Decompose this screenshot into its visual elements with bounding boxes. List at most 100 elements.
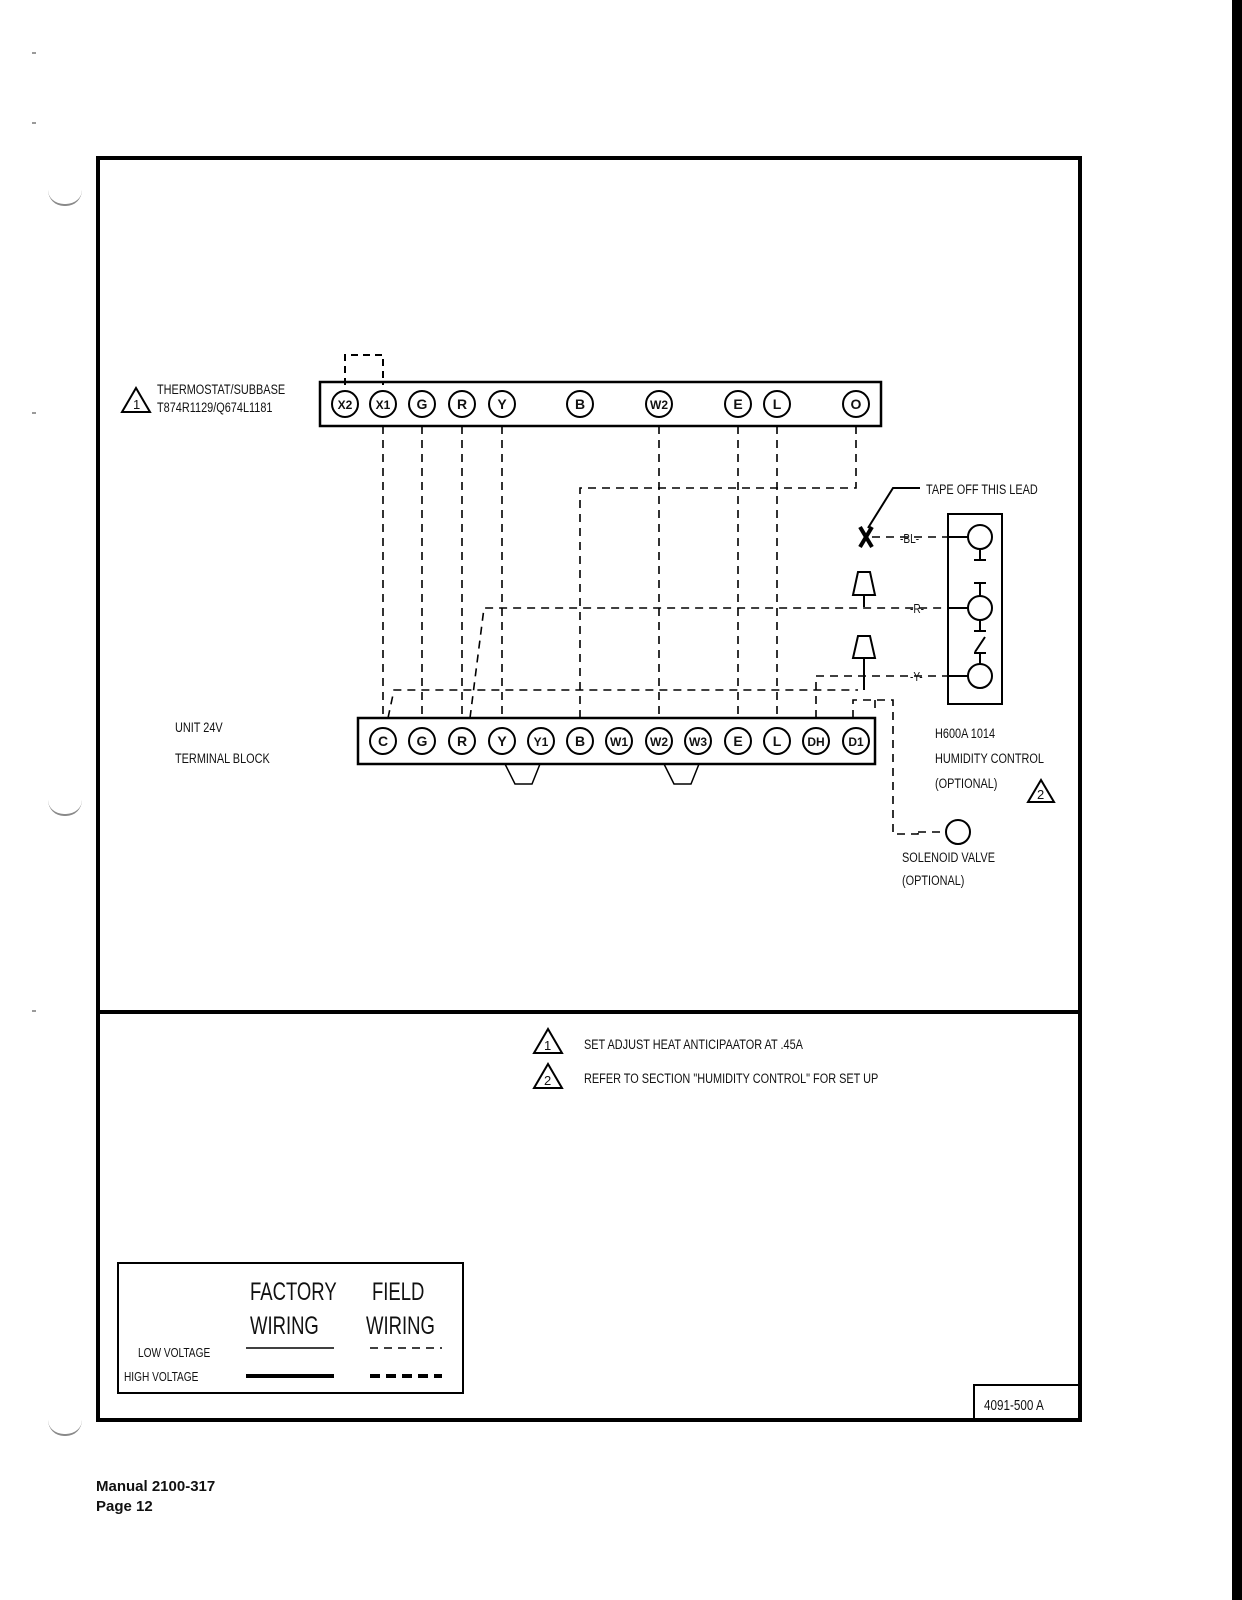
unit-terminal-label: DH (807, 735, 824, 749)
thermostat-terminal-b (566, 390, 594, 418)
solenoid-label-1: SOLENOID VALVE (902, 850, 995, 866)
unit-terminal-r (448, 727, 476, 755)
unit-label-1: UNIT 24V (175, 720, 223, 736)
note-1: 1 SET ADJUST HEAT ANTICIPAATOR AT .45A (532, 1027, 803, 1054)
thermostat-terminal-x2 (331, 390, 359, 418)
svg-text:2: 2 (1037, 787, 1044, 802)
unit-terminal-label: G (417, 733, 428, 749)
x2-x1-jumper (344, 354, 384, 385)
unit-terminal-label: E (733, 733, 742, 749)
thermostat-terminal-y (488, 390, 516, 418)
humidity-label-1: H600A 1014 (935, 726, 995, 742)
legend-factory-2: WIRING (250, 1311, 319, 1339)
thermostat-terminal-w2 (645, 390, 673, 418)
scan-mark (32, 122, 36, 124)
unit-terminal-dh (802, 727, 830, 755)
unit-terminal-label: D1 (848, 735, 864, 749)
unit-terminal-strip (356, 716, 877, 766)
unit-terminal-w3 (684, 727, 712, 755)
page-number: Page 12 (96, 1498, 153, 1515)
thermostat-warning-icon: 1 (120, 386, 152, 413)
unit-terminal-label: Y (497, 733, 507, 749)
solenoid-valve-icon (945, 819, 971, 845)
scan-mark (32, 52, 36, 54)
thermostat-terminal-o (842, 390, 870, 418)
thermostat-terminal-label: G (417, 396, 428, 412)
unit-terminal-y1 (527, 727, 555, 755)
note-2: 2 REFER TO SECTION "HUMIDITY CONTROL" FO… (532, 1062, 878, 1089)
thermostat-label-2: T874R1129/Q674L1181 (157, 400, 273, 416)
unit-terminal-d1 (842, 727, 870, 755)
unit-terminal-y (488, 727, 516, 755)
unit-terminal-b (566, 727, 594, 755)
unit-label-2: TERMINAL BLOCK (175, 751, 270, 767)
humidity-label-2: HUMIDITY CONTROL (935, 751, 1044, 767)
unit-terminals: C G R Y Y1 B W1 W2 W3 E L DH D1 (369, 727, 870, 755)
unit-terminal-label: W1 (610, 735, 628, 749)
manual-number: Manual 2100-317 (96, 1478, 216, 1495)
legend-low-voltage: LOW VOLTAGE (138, 1346, 210, 1360)
thermostat-terminal-label: W2 (650, 398, 668, 412)
wire-nut-icon (851, 571, 877, 690)
diagram-frame (96, 156, 1082, 1422)
legend-field-1: FIELD (372, 1277, 424, 1305)
thermostat-terminal-label: X1 (376, 398, 391, 412)
unit-terminal-c (369, 727, 397, 755)
scan-mark (32, 412, 36, 414)
page-edge-bar (1232, 0, 1242, 1600)
drawing-number: 4091-500 A (984, 1397, 1044, 1414)
solenoid-label-2: (OPTIONAL) (902, 873, 964, 889)
binder-mark (48, 800, 82, 816)
scan-mark (32, 1010, 36, 1012)
thermostat-terminal-x1 (369, 390, 397, 418)
thermostat-terminal-label: E (733, 396, 742, 412)
unit-terminal-l (763, 727, 791, 755)
w2-w3-jumper (663, 763, 700, 785)
thermostat-terminal-label: L (773, 396, 782, 412)
thermostat-terminal-label: X2 (338, 398, 353, 412)
legend-box (117, 1262, 464, 1394)
unit-terminal-label: L (773, 733, 782, 749)
tape-off-x-icon (858, 525, 874, 549)
svg-text:SET ADJUST HEAT ANTICIPAATOR A: SET ADJUST HEAT ANTICIPAATOR AT .45A (584, 1037, 803, 1053)
thermostat-terminal-label: B (575, 396, 585, 412)
thermostat-terminal-label: O (851, 396, 862, 412)
thermostat-label-1: THERMOSTAT/SUBBASE (157, 382, 285, 398)
thermostat-terminal-r (448, 390, 476, 418)
tape-off-note: TAPE OFF THIS LEAD (926, 482, 1038, 498)
thermostat-terminal-label: Y (497, 396, 507, 412)
unit-terminal-e (724, 727, 752, 755)
humidity-label-3: (OPTIONAL) (935, 776, 997, 792)
unit-terminal-label: B (575, 733, 585, 749)
thermostat-terminal-g (408, 390, 436, 418)
tape-off-leader (867, 487, 920, 529)
thermostat-terminal-l (763, 390, 791, 418)
legend-high-voltage: HIGH VOLTAGE (124, 1370, 199, 1384)
unit-terminal-label: Y1 (534, 735, 549, 749)
drawing-number-box (973, 1384, 1081, 1421)
unit-terminal-w2 (645, 727, 673, 755)
thermostat-terminal-label: R (457, 396, 467, 412)
wire-label-r: -R- (910, 602, 924, 616)
binder-mark (48, 190, 82, 206)
legend-factory-1: FACTORY (250, 1277, 337, 1305)
unit-terminal-label: W2 (650, 735, 668, 749)
wire-label-y: -Y- (910, 670, 923, 684)
unit-terminal-label: C (378, 733, 388, 749)
unit-terminal-label: R (457, 733, 467, 749)
svg-text:1: 1 (544, 1038, 551, 1053)
unit-terminal-w1 (605, 727, 633, 755)
svg-text:2: 2 (544, 1073, 551, 1088)
humidity-warning-icon: 2 (1026, 778, 1056, 803)
wire-label-bl: -BL- (900, 532, 919, 546)
binder-mark (48, 1420, 82, 1436)
unit-terminal-g (408, 727, 436, 755)
thermostat-terminal-strip (318, 380, 883, 428)
humidity-control (947, 513, 1003, 705)
legend-field-2: WIRING (366, 1311, 435, 1339)
svg-text:1: 1 (133, 397, 140, 412)
unit-terminal-label: W3 (689, 735, 707, 749)
y-y1-jumper (504, 763, 541, 785)
svg-text:REFER TO SECTION "HUMIDITY CON: REFER TO SECTION "HUMIDITY CONTROL" FOR … (584, 1071, 878, 1087)
